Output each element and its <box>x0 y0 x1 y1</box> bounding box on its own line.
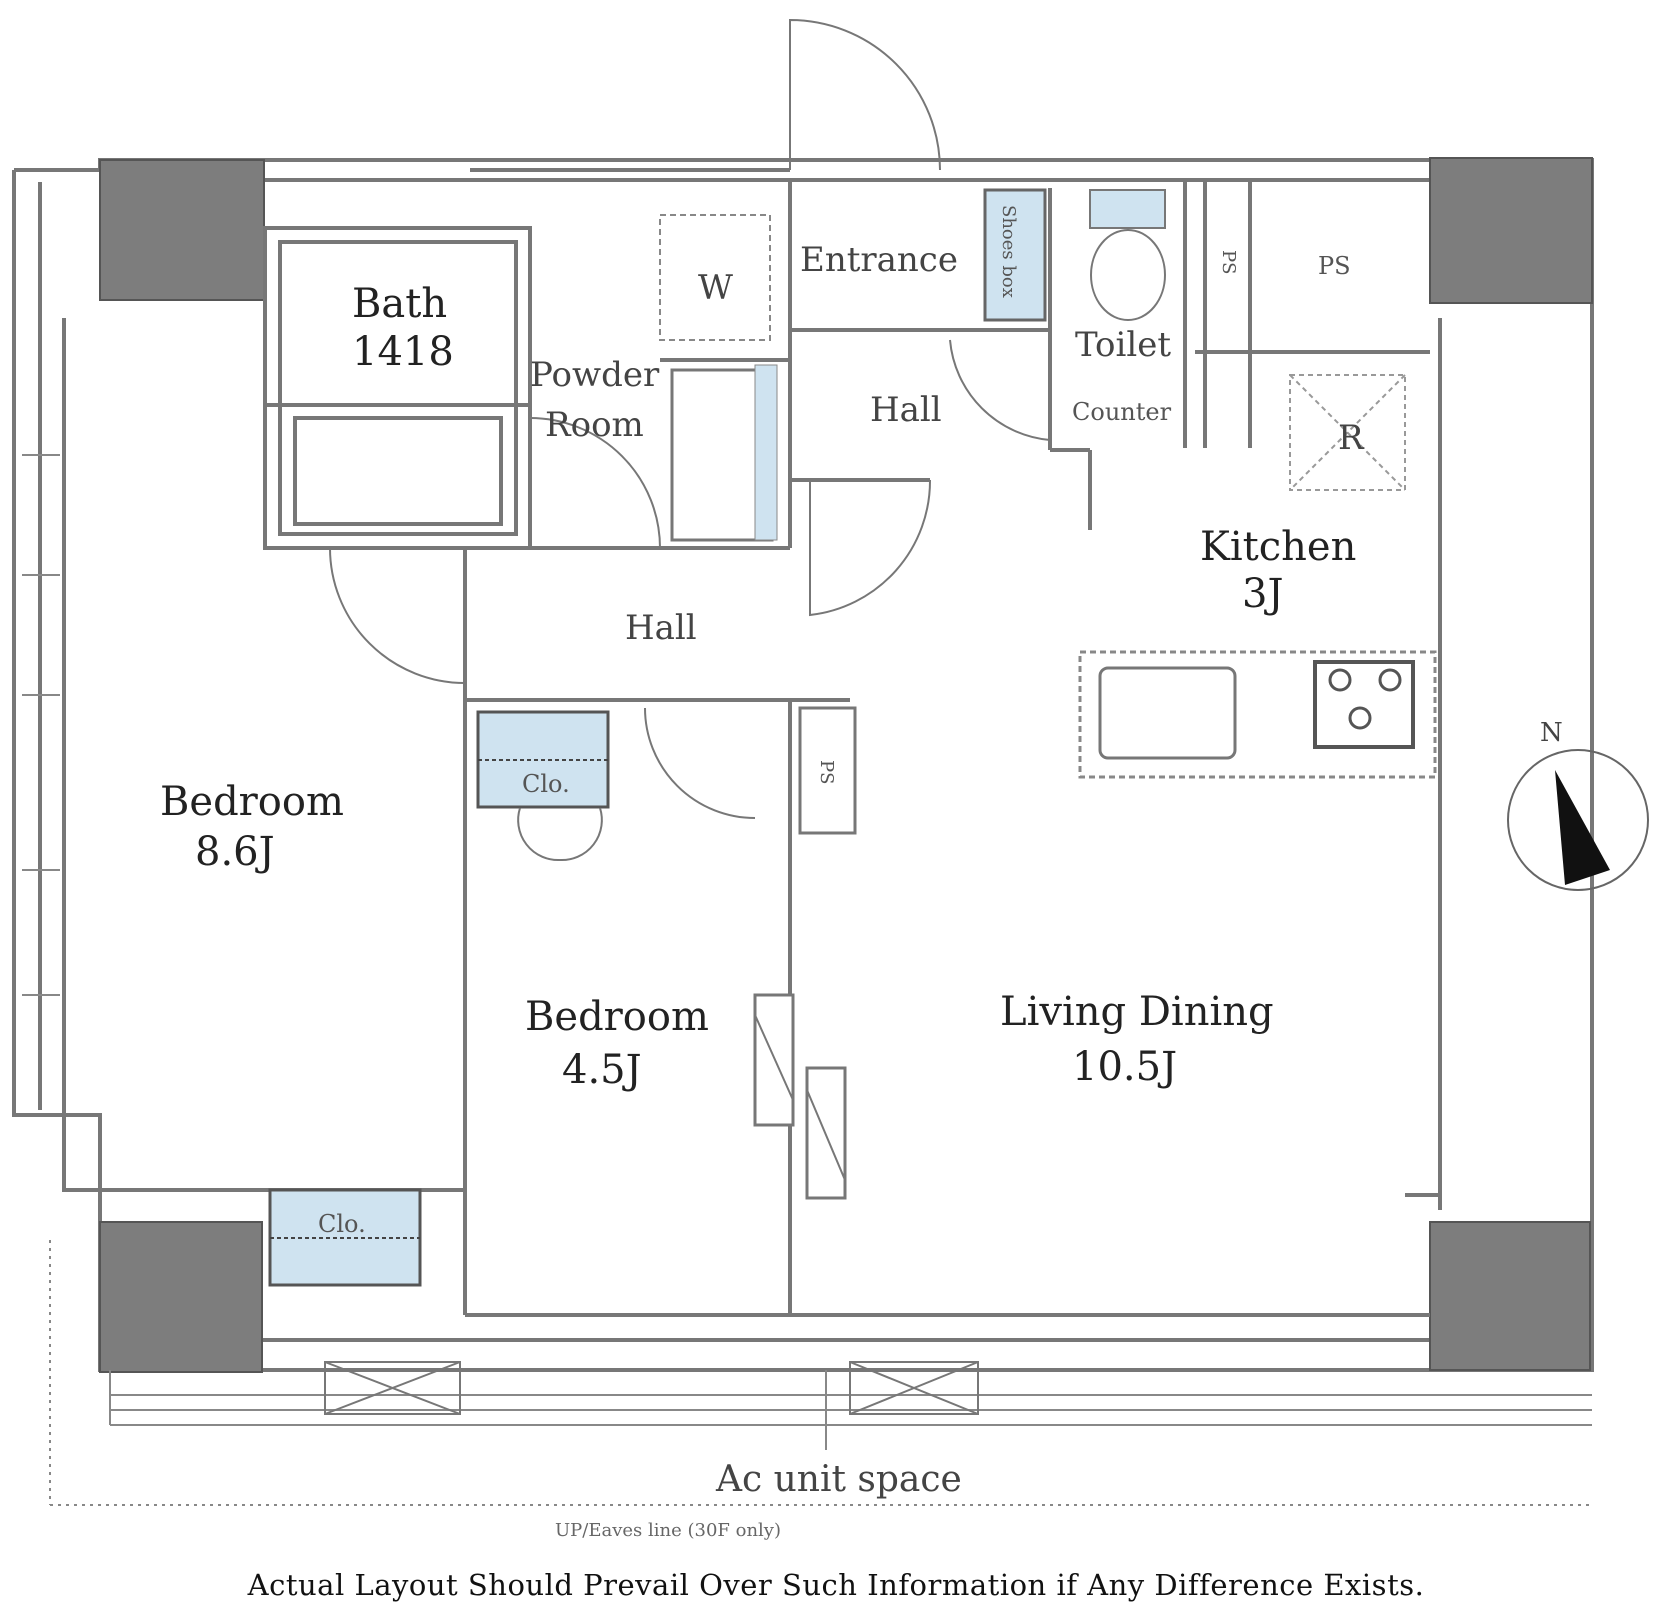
eaves-note-label: UP/Eaves line (30F only) <box>555 1520 781 1541</box>
ps-middle-label: PS <box>816 760 837 785</box>
compass-icon <box>1507 749 1649 891</box>
disclaimer-text: Actual Layout Should Prevail Over Such I… <box>247 1568 1425 1602</box>
counter-label: Counter <box>1072 398 1172 426</box>
refrigerator-label: R <box>1338 418 1364 458</box>
bedroom-left-size-label: 8.6J <box>195 829 275 875</box>
pillars <box>99 157 1593 1373</box>
living-dining-label: Living Dining <box>1000 989 1274 1035</box>
washer-space <box>659 214 771 341</box>
toilet-label: Toilet <box>1075 325 1172 365</box>
door-swings <box>329 18 1051 862</box>
bath-size-label: 1418 <box>352 329 454 375</box>
left-windows <box>22 454 60 996</box>
ps-small-label: PS <box>1218 250 1239 275</box>
shoes-box-label: Shoes box <box>998 205 1019 298</box>
entrance-label: Entrance <box>800 240 958 280</box>
shoes-box <box>983 188 1047 322</box>
bedroom-mid-size-label: 4.5J <box>562 1047 642 1093</box>
sliding-door-a <box>753 993 795 1127</box>
kitchen-label: Kitchen <box>1200 524 1357 570</box>
closet-mid-label: Clo. <box>522 770 570 798</box>
bath-label: Bath <box>352 281 448 327</box>
bedroom-left-label: Bedroom <box>160 779 344 825</box>
closet-left-label: Clo. <box>318 1210 366 1238</box>
ps-right-label: PS <box>1318 252 1351 280</box>
hall-center-label: Hall <box>625 608 697 648</box>
kitchen-stove <box>1313 660 1415 749</box>
ac-units <box>324 1361 979 1415</box>
compass-north-label: N <box>1540 718 1563 748</box>
kitchen-size-label: 3J <box>1242 571 1284 617</box>
bedroom-mid-label: Bedroom <box>525 994 709 1040</box>
hall-top-label: Hall <box>870 390 942 430</box>
living-dining-size-label: 10.5J <box>1072 1044 1178 1090</box>
kitchen-sink <box>1098 666 1237 760</box>
powder-room-label-2: Room <box>545 405 644 445</box>
vanity-strip <box>754 364 778 541</box>
washer-label: W <box>698 268 733 308</box>
ac-unit-space-label: Ac unit space <box>716 1459 962 1500</box>
refrigerator-space <box>1289 374 1406 491</box>
toilet-bowl <box>1090 229 1166 321</box>
toilet-tank <box>1089 189 1166 229</box>
ps-middle <box>798 706 857 835</box>
powder-room-label-1: Powder <box>530 355 660 395</box>
